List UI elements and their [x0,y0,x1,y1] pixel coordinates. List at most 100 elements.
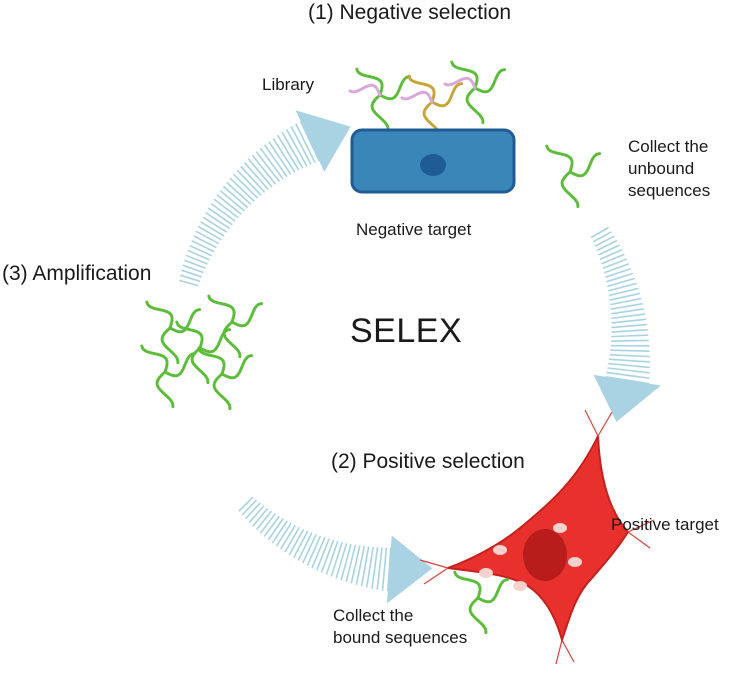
strand-line [570,154,600,176]
strand [478,580,508,602]
strand-line [467,88,483,124]
arrow-stripe [282,132,303,168]
filopodium [585,410,598,436]
organelle [479,568,493,578]
arrow-amplification-to-negative [179,110,350,285]
strand [402,92,432,102]
strand-line [142,346,167,372]
unbound-cluster [547,146,600,208]
strand-line [200,330,230,352]
arrow-stripe [600,250,622,260]
strand [372,95,388,131]
arrow-stripe [611,309,644,314]
arrow-stripe [241,166,265,192]
step-negative-selection: (1) Negative selection [308,1,511,25]
strand-line [224,322,240,358]
strand-line [547,146,572,172]
filopodium [556,640,562,664]
collect-unbound-label: Collect the unbound sequences [628,136,710,202]
library-label: Library [262,74,314,96]
arrow-stripe [611,335,648,337]
library-cluster [350,69,410,131]
arrow-stripe [234,174,258,198]
aptamer-pool-icon [142,296,262,410]
strand-line [455,572,480,598]
strand-line [165,354,195,376]
collect-bound-line-1: Collect the [333,605,467,627]
strand-line [380,77,410,99]
positive-cell-nucleus [523,529,567,581]
strand-line [222,356,252,378]
library-sequences-icon [350,62,505,138]
arrow-stripe [196,231,219,244]
strand [165,354,195,376]
strand [455,572,480,598]
strand-line [470,598,486,634]
arrow-stripe [599,245,620,255]
strand [224,322,240,358]
strand [470,598,486,634]
strand-line [209,296,234,322]
collect-unbound-line-1: Collect the [628,136,710,158]
arrow-stripe [248,159,272,187]
strand [177,322,202,348]
strand-line [432,84,462,106]
arrow-stripe [611,330,647,332]
arrow-stripe [610,355,650,357]
arrow-stripe [326,541,337,574]
arrow-stripe [346,545,355,582]
strand [350,85,380,95]
organelle [568,557,582,567]
organelle [553,523,567,533]
arrow-stripe [611,340,649,341]
strand-line [478,580,508,602]
arrow-stripe [252,155,275,184]
arrow-stripe [331,542,342,576]
arrow-stripe [242,500,256,515]
arrow-stripe [246,503,260,519]
pool-cluster [142,346,195,408]
strand [142,346,167,372]
strand [570,154,600,176]
strand-line [372,95,388,131]
arrow-stripe [341,544,351,580]
negative-cell-nucleus [420,154,446,176]
arrow-stripe [269,142,291,175]
filopodium [562,640,574,662]
strand-line [177,322,202,348]
strand [232,304,262,326]
arrow-stripe [192,241,214,252]
strand-line [214,374,230,410]
organelle [513,581,527,591]
arrow-stripe [610,350,649,351]
strand [467,88,483,124]
strand [475,70,505,92]
arrow-stripe [237,170,261,195]
arrow-stripe [591,228,608,238]
strand [547,146,572,172]
strand [432,84,462,106]
arrow-negative-to-positive [591,228,661,422]
filopodium [598,412,612,436]
arrow-positive-to-amplification [239,497,433,603]
step-amplification: (3) Amplification [2,262,151,286]
arrow-head [387,536,432,604]
arrow-stripe [607,368,649,373]
arrow-stripe [593,232,611,242]
strand [147,302,172,328]
organelle [493,545,507,555]
arrow-stripe [265,145,287,177]
arrow-stripe [273,138,295,172]
arrow-stripe [188,250,210,259]
negative-target-label: Negative target [356,219,471,241]
arrow-stripe [239,497,253,511]
arrow-stripe [608,364,650,368]
arrow-stripe [336,543,346,578]
collect-bound-label: Collect the bound sequences [333,605,467,649]
strand [157,372,173,408]
collect-unbound-line-3: sequences [628,180,710,202]
strand [380,77,410,99]
arrow-head [594,375,661,422]
arrow-stripe [245,163,269,190]
arrow-stripe [611,304,643,310]
